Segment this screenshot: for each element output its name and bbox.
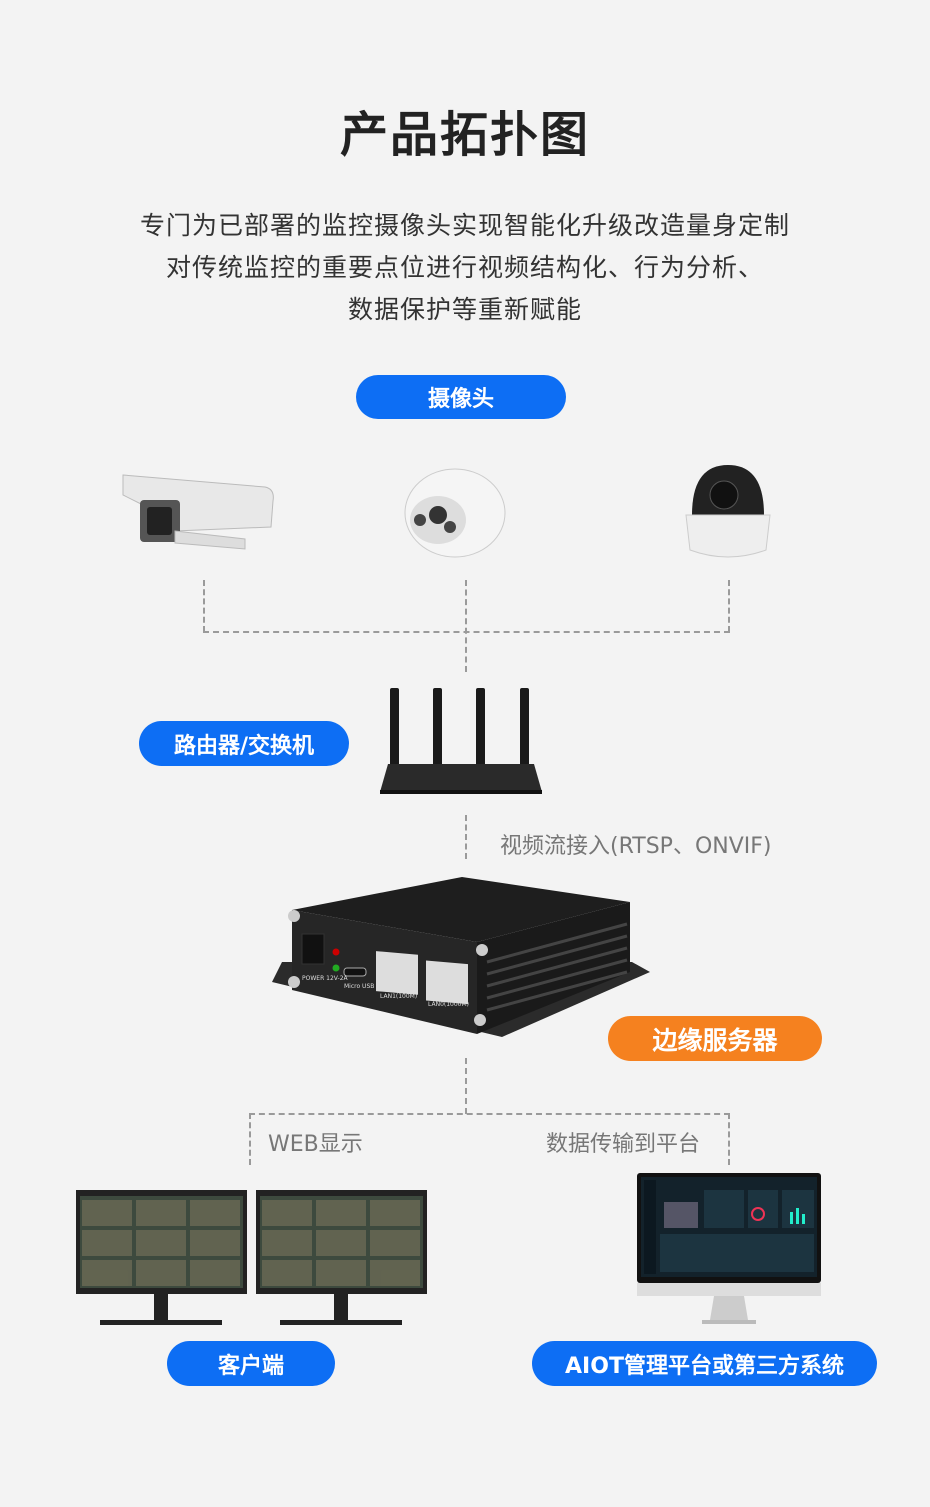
connector-line [728, 1113, 730, 1165]
router-label: 路由器/交换机 [139, 721, 349, 766]
connector-line [465, 1058, 467, 1114]
description-line-3: 数据保护等重新赋能 [347, 295, 582, 324]
lan0-port-label: LAN0(1000M) [428, 1001, 469, 1008]
router-icon [380, 688, 542, 794]
power-port-label: POWER 12V-2A [302, 975, 349, 982]
web-note: WEB显示 [268, 1132, 363, 1157]
connector-line [465, 815, 467, 859]
description-line-1: 专门为已部署的监控摄像头实现智能化升级改造量身定制 [139, 211, 790, 240]
client-label: 客户端 [167, 1341, 335, 1386]
dome-camera-icon [404, 468, 506, 558]
connector-line [203, 631, 730, 633]
usb-port-label: Micro USB [344, 983, 374, 990]
cameras-label: 摄像头 [356, 375, 566, 419]
ptz-camera-icon [685, 465, 771, 558]
lan1-port-label: LAN1(100M) [380, 993, 417, 1000]
bullet-camera-icon [122, 474, 274, 550]
connector-line [203, 580, 205, 632]
edge-server-icon: POWER 12V-2A Micro USB LAN1(100M) LAN0(1… [272, 877, 650, 1037]
platform-label: AIOT管理平台或第三方系统 [532, 1341, 877, 1386]
platform-monitor-icon [637, 1173, 821, 1324]
transfer-note: 数据传输到平台 [546, 1132, 701, 1157]
page-title: 产品拓扑图 [339, 107, 590, 163]
connector-line [728, 580, 730, 632]
edge-server-label: 边缘服务器 [608, 1016, 822, 1061]
description-line-2: 对传统监控的重要点位进行视频结构化、行为分析、 [165, 253, 764, 282]
client-monitors-icon [76, 1190, 427, 1325]
connector-line [465, 580, 467, 672]
connector-line [249, 1113, 251, 1165]
connector-line [249, 1113, 730, 1115]
stream-note: 视频流接入(RTSP、ONVIF) [500, 834, 772, 859]
